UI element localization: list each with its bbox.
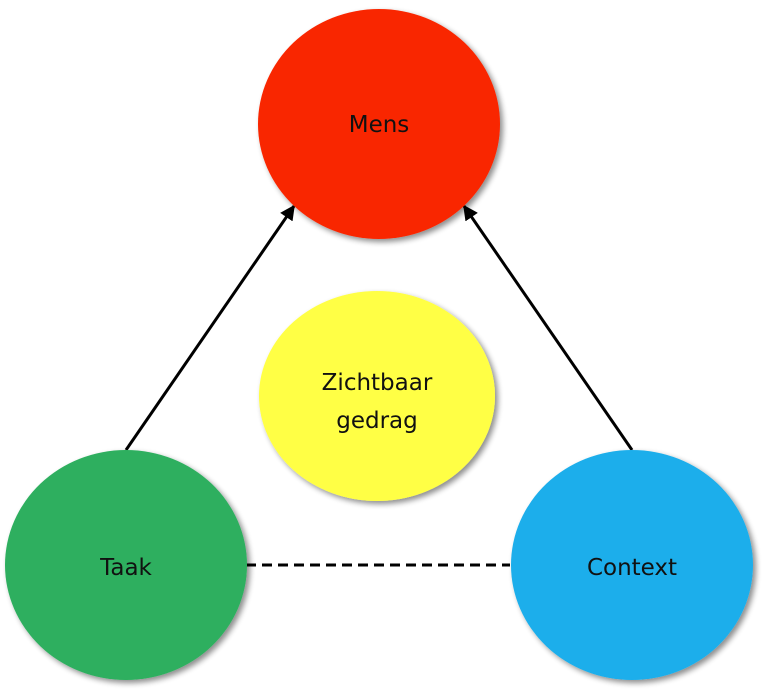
node-mens-circle xyxy=(258,9,500,239)
node-mens: Mens xyxy=(258,9,500,239)
node-taak: Taak xyxy=(5,450,247,680)
node-mens-label: Mens xyxy=(349,112,410,138)
node-taak-label: Taak xyxy=(99,555,152,581)
node-taak-circle xyxy=(5,450,247,680)
node-context-label: Context xyxy=(587,555,677,581)
edge-taak-to-mens xyxy=(124,204,296,451)
node-gedrag-circle xyxy=(259,291,495,501)
edge-context-to-mens xyxy=(462,204,634,451)
node-gedrag: Zichtbaar gedrag xyxy=(259,291,495,501)
node-gedrag-label-line1: Zichtbaar xyxy=(322,370,433,396)
node-gedrag-label-line2: gedrag xyxy=(336,408,418,434)
node-context: Context xyxy=(511,450,753,680)
node-context-circle xyxy=(511,450,753,680)
